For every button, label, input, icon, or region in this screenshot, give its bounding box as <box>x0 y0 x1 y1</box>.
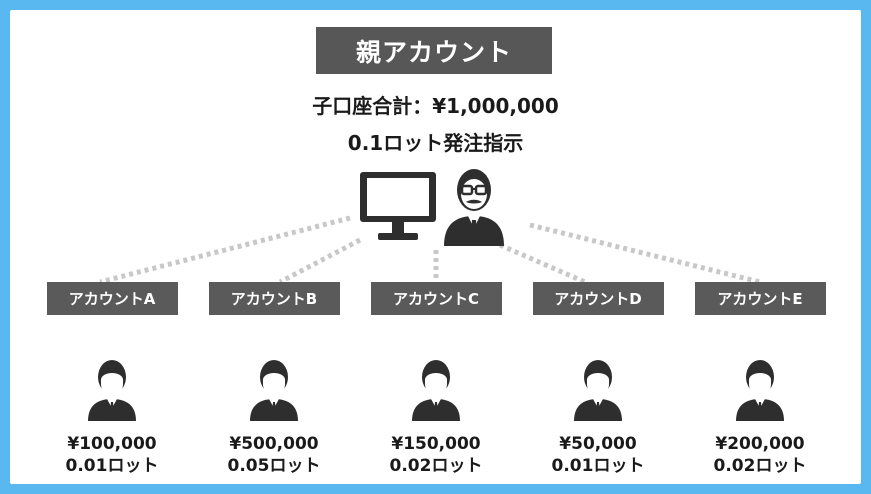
connector-a <box>99 215 351 285</box>
child-account-balance: ¥200,000 <box>715 434 805 454</box>
person-icon <box>88 360 136 421</box>
child-account-label: アカウントB <box>208 282 340 315</box>
child-account-d: アカウントD ¥50,000 0.01ロット <box>528 282 668 477</box>
child-account-c: アカウントC ¥150,000 0.02ロット <box>366 282 506 477</box>
parent-account-title: 親アカウント <box>316 27 552 74</box>
person-icon <box>250 360 298 421</box>
child-account-label: アカウントC <box>370 282 502 315</box>
connector-b <box>278 237 362 285</box>
monitor-icon <box>360 172 436 240</box>
child-account-balance: ¥50,000 <box>559 434 637 454</box>
child-account-label: アカウントD <box>532 282 664 315</box>
child-total-text: 子口座合計：¥1,000,000 <box>312 94 559 118</box>
child-account-a: アカウントA ¥100,000 0.01ロット <box>42 282 182 477</box>
child-account-lot: 0.05ロット <box>227 456 321 476</box>
order-instruction-text: 0.1ロット発注指示 <box>347 131 524 155</box>
connector-e <box>529 222 761 285</box>
person-icon <box>574 360 622 421</box>
child-account-label: アカウントA <box>46 282 178 315</box>
child-account-balance: ¥100,000 <box>67 434 157 454</box>
child-account-b: アカウントB ¥500,000 0.05ロット <box>204 282 344 477</box>
person-icon <box>736 360 784 421</box>
child-account-label: アカウントE <box>694 282 826 315</box>
child-account-balance: ¥150,000 <box>391 434 481 454</box>
child-account-lot: 0.01ロット <box>65 456 159 476</box>
person-icon <box>412 360 460 421</box>
person-with-glasses-icon <box>444 169 504 246</box>
connector-d <box>499 242 586 285</box>
child-account-lot: 0.01ロット <box>551 456 645 476</box>
child-account-lot: 0.02ロット <box>389 456 483 476</box>
child-account-e: アカウントE ¥200,000 0.02ロット <box>690 282 830 477</box>
child-account-lot: 0.02ロット <box>713 456 807 476</box>
child-account-balance: ¥500,000 <box>229 434 319 454</box>
